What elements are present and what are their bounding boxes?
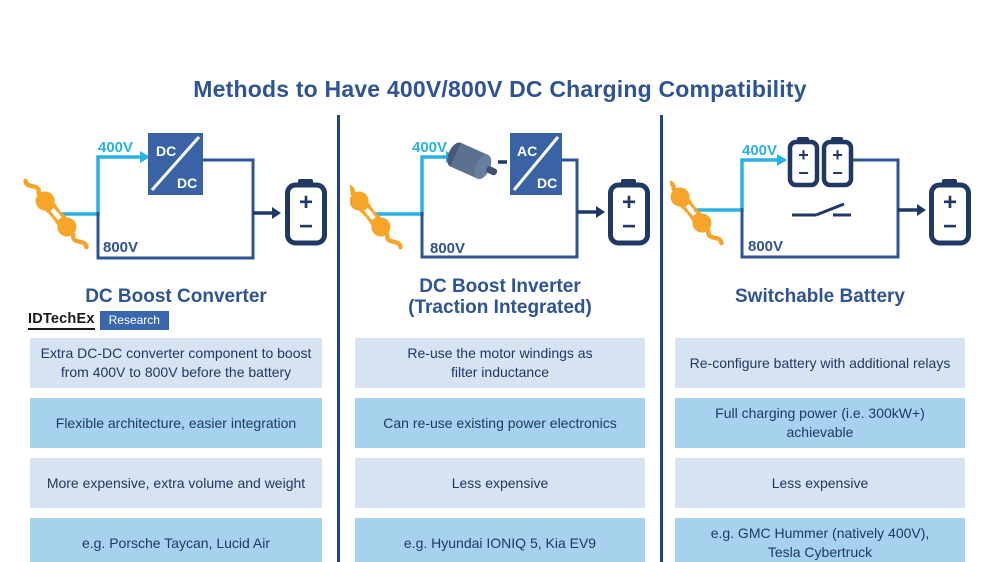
battery-arrow-icon — [596, 206, 605, 218]
battery-plus-icon: + — [299, 189, 313, 216]
circuit-svg: + − + − — [670, 137, 971, 259]
logo-research-badge: Research — [99, 311, 169, 330]
battery-minus-icon: − — [299, 213, 313, 240]
charging-plug-icon — [350, 178, 403, 250]
feature-row: Extra DC-DC converter component to boost… — [30, 338, 322, 388]
column-heading: DC Boost Converter — [85, 286, 267, 307]
circuit-svg: AC DC + − — [350, 133, 650, 259]
input-line-400v — [374, 155, 446, 216]
battery-pack-icon: + − — [821, 137, 854, 188]
column-divider-1 — [337, 115, 340, 562]
converter-label-bottom: DC — [537, 175, 557, 191]
input-line-400v — [62, 155, 140, 216]
battery-arrow-icon — [917, 204, 926, 216]
column-dc-boost-converter: DC DC + − — [0, 0, 338, 562]
motor-icon — [447, 142, 498, 180]
relay-switch-icon — [792, 202, 851, 217]
voltage-800v-label: 800V — [430, 240, 466, 257]
logo-brand-text: IDTechEx — [28, 311, 95, 330]
column-heading: DC Boost Inverter (Traction Integrated) — [408, 276, 592, 318]
ac-dc-inverter-box: AC DC — [510, 133, 562, 195]
dc-boost-inverter-diagram: AC DC + − — [350, 120, 670, 270]
charging-plug-icon — [23, 178, 89, 250]
feature-row: e.g. Porsche Taycan, Lucid Air — [30, 518, 322, 562]
circuit-svg: DC DC + − — [23, 133, 327, 260]
converter-label-bottom: DC — [177, 175, 197, 191]
switchable-battery-diagram: + − + − — [670, 120, 1000, 270]
feature-rows: Re-use the motor windings as filter indu… — [355, 338, 645, 562]
battery-icon: + − — [929, 179, 971, 246]
battery-minus-icon: − — [832, 163, 843, 183]
battery-icon: + − — [285, 179, 327, 246]
feature-row: Full charging power (i.e. 300kW+) achiev… — [675, 398, 965, 448]
column-divider-2 — [660, 115, 663, 562]
converter-label-top: DC — [156, 143, 176, 159]
feature-row: Can re-use existing power electronics — [355, 398, 645, 448]
battery-plus-icon: + — [798, 145, 809, 165]
battery-pack-icon: + − — [787, 137, 820, 188]
feature-row: e.g. Hyundai IONIQ 5, Kia EV9 — [355, 518, 645, 562]
input-line-400v — [694, 158, 777, 212]
column-heading: Switchable Battery — [735, 286, 905, 307]
voltage-400v-label: 400V — [98, 139, 134, 156]
voltage-400v-label: 400V — [742, 142, 778, 159]
dc-boost-converter-diagram: DC DC + − — [20, 120, 350, 270]
feature-row: Re-use the motor windings as filter indu… — [355, 338, 645, 388]
voltage-800v-label: 800V — [103, 239, 139, 256]
column-switchable-battery: + − + − — [661, 0, 1000, 562]
voltage-400v-label: 400V — [412, 139, 448, 156]
battery-minus-icon: − — [622, 213, 636, 240]
voltage-800v-label: 800V — [748, 238, 784, 255]
battery-icon: + − — [608, 179, 650, 246]
feature-rows: Re-configure battery with additional rel… — [675, 338, 965, 562]
battery-minus-icon: − — [943, 213, 957, 240]
feature-rows: Extra DC-DC converter component to boost… — [30, 338, 322, 562]
arrow-400v-icon — [140, 151, 150, 163]
battery-minus-icon: − — [798, 163, 809, 183]
loop-line-800v — [740, 158, 900, 259]
page-title: Methods to Have 400V/800V DC Charging Co… — [193, 76, 807, 102]
battery-plus-icon: + — [943, 189, 957, 216]
feature-row: Flexible architecture, easier integratio… — [30, 398, 322, 448]
feature-row: More expensive, extra volume and weight — [30, 458, 322, 508]
charging-plug-icon — [670, 174, 724, 246]
feature-row: e.g. GMC Hummer (natively 400V), Tesla C… — [675, 518, 965, 562]
idtechex-logo: IDTechEx Research — [28, 311, 169, 330]
battery-plus-icon: + — [622, 189, 636, 216]
converter-label-top: AC — [517, 143, 537, 159]
arrow-400v-icon — [777, 154, 787, 166]
feature-row: Less expensive — [355, 458, 645, 508]
loop-line-800v — [96, 158, 255, 260]
loop-line-800v — [420, 158, 579, 259]
column-dc-boost-inverter: AC DC + − — [338, 0, 661, 562]
battery-arrow-icon — [272, 207, 281, 219]
feature-row: Less expensive — [675, 458, 965, 508]
feature-row: Re-configure battery with additional rel… — [675, 338, 965, 388]
dc-dc-converter-box: DC DC — [148, 133, 203, 195]
battery-plus-icon: + — [832, 145, 843, 165]
